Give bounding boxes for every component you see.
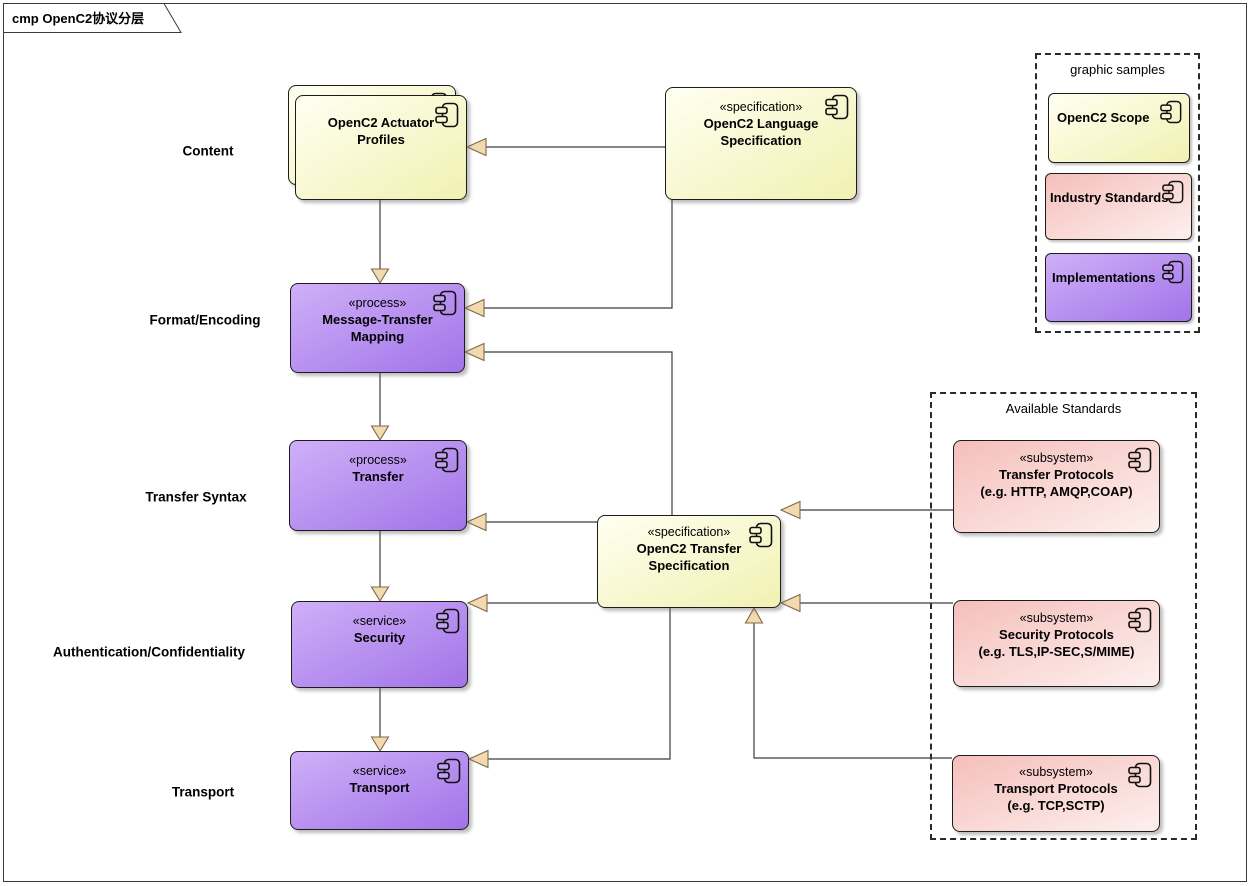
diagram-frame xyxy=(3,3,1247,882)
component-stereotype: «service» xyxy=(352,614,407,628)
component-stereotype: «specification» xyxy=(719,100,803,114)
component-icon xyxy=(1162,180,1184,204)
legend-item-label: Implementations xyxy=(1052,270,1156,285)
component-icon xyxy=(1128,607,1152,633)
component-icon xyxy=(435,447,459,473)
component-stereotype: «subsystem» xyxy=(1019,765,1093,779)
frame-tab-shape xyxy=(3,3,182,33)
component-name: Transport xyxy=(349,780,410,795)
arrowhead-into-transferspec-right-2 xyxy=(779,593,801,613)
component-icon xyxy=(1128,762,1152,788)
group-available-standards: Available Standards xyxy=(930,392,1197,840)
component-name: Message-Transfer Mapping xyxy=(322,312,433,344)
component-icon xyxy=(437,758,461,784)
component-icon xyxy=(436,608,460,634)
component-message-transfer-mapping[interactable]: «process» Message-Transfer Mapping xyxy=(290,283,465,373)
arrowhead-into-transport-right xyxy=(467,749,489,769)
arrowhead-into-transferspec-bottom xyxy=(744,606,764,624)
component-name: OpenC2 Transfer Specification xyxy=(636,541,742,573)
layer-label-transport: Transport xyxy=(171,784,235,800)
component-transfer-specification[interactable]: «specification» OpenC2 Transfer Specific… xyxy=(597,515,781,608)
component-transport-protocols[interactable]: «subsystem» Transport Protocols (e.g. TC… xyxy=(952,755,1160,832)
arrowhead-into-mapping-right-2 xyxy=(463,342,485,362)
component-icon xyxy=(433,290,457,316)
legend-item-label: OpenC2 Scope xyxy=(1057,110,1150,125)
group-title: Available Standards xyxy=(1005,401,1122,416)
connector-transferspec-to-mapping xyxy=(484,351,673,515)
layer-label-transfer-syntax: Transfer Syntax xyxy=(145,489,247,505)
component-icon xyxy=(1162,260,1184,284)
arrowhead-into-actuator xyxy=(465,137,487,157)
legend-graphic-samples: graphic samples xyxy=(1035,53,1200,333)
component-name: OpenC2 Language Specification xyxy=(703,116,819,148)
component-stereotype: «subsystem» xyxy=(1019,611,1094,625)
component-icon xyxy=(825,94,849,120)
component-security-protocols[interactable]: «subsystem» Security Protocols (e.g. TLS… xyxy=(953,600,1160,687)
component-icon xyxy=(435,102,459,128)
component-stereotype: «process» xyxy=(348,296,407,310)
component-language-specification[interactable]: «specification» OpenC2 Language Specific… xyxy=(665,87,857,200)
legend-title: graphic samples xyxy=(1070,62,1165,77)
arrowhead-into-mapping-top xyxy=(370,268,390,285)
arrowhead-into-security-right xyxy=(466,593,488,613)
component-transfer[interactable]: «process» Transfer xyxy=(289,440,467,531)
component-stereotype: «process» xyxy=(349,453,407,467)
diagram-title: cmp OpenC2协议分层 xyxy=(12,11,145,26)
component-icon xyxy=(749,522,773,548)
layer-label-format-encoding: Format/Encoding xyxy=(149,312,261,328)
component-name: Transfer Protocols (e.g. HTTP, AMQP,COAP… xyxy=(980,467,1133,499)
arrowhead-into-transferspec-right-1 xyxy=(779,500,801,520)
legend-item-implementations[interactable]: Implementations xyxy=(1045,253,1192,322)
component-actuator-profiles[interactable]: OpenC2 Actuator Profiles xyxy=(295,95,467,200)
component-stereotype: «specification» xyxy=(647,525,731,539)
arrowhead-into-transfer-top xyxy=(370,425,390,442)
connector-transportprotocols-to-transferspec xyxy=(753,623,952,759)
arrowhead-into-transport-top xyxy=(370,736,390,753)
component-name: Transport Protocols (e.g. TCP,SCTP) xyxy=(994,781,1118,813)
legend-item-industry-standards[interactable]: Industry Standards xyxy=(1045,173,1192,240)
component-icon xyxy=(1160,100,1182,124)
layer-label-authentication-confidentiality: Authentication/Confidentiality xyxy=(53,644,245,660)
component-name: Security Protocols (e.g. TLS,IP-SEC,S/MI… xyxy=(978,627,1135,659)
arrowhead-into-mapping-right-1 xyxy=(463,298,485,318)
connector-transferspec-to-transport xyxy=(488,608,671,760)
arrowhead-into-transfer-right xyxy=(465,512,487,532)
component-stereotype: «subsystem» xyxy=(1019,451,1094,465)
legend-item-label: Industry Standards xyxy=(1050,190,1169,205)
component-stereotype: «service» xyxy=(352,764,407,778)
component-security[interactable]: «service» Security xyxy=(291,601,468,688)
component-name: Security xyxy=(353,630,406,645)
legend-item-openc2-scope[interactable]: OpenC2 Scope xyxy=(1048,93,1190,163)
layer-label-content: Content xyxy=(182,143,234,159)
component-name: OpenC2 Actuator Profiles xyxy=(327,115,435,147)
component-icon xyxy=(1128,447,1152,473)
component-transfer-protocols[interactable]: «subsystem» Transfer Protocols (e.g. HTT… xyxy=(953,440,1160,533)
arrowhead-into-security-top xyxy=(370,586,390,603)
component-name: Transfer xyxy=(352,469,404,484)
connector-langspec-to-mapping xyxy=(484,200,673,309)
component-transport[interactable]: «service» Transport xyxy=(290,751,469,830)
